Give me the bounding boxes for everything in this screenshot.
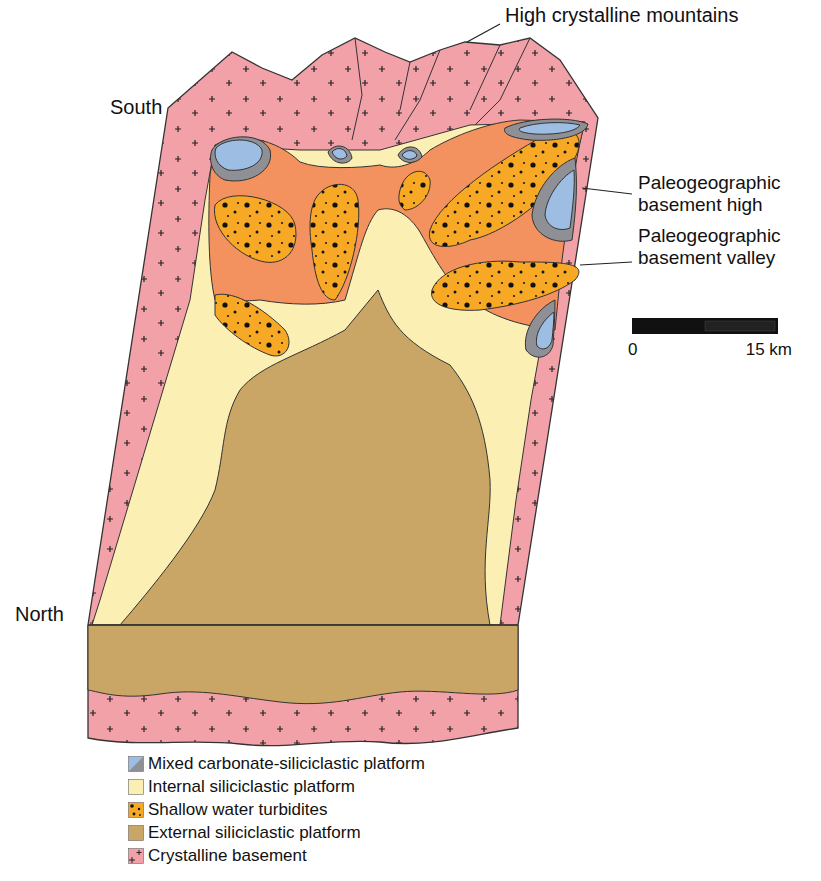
mixed-platform-grey <box>328 146 352 163</box>
mixed-platform-grey <box>398 147 422 162</box>
legend: Mixed carbonate-siliciclastic platformIn… <box>128 752 425 867</box>
leader-line <box>580 262 632 265</box>
scale-bar <box>632 318 778 334</box>
scale-label: 15 km <box>720 340 792 360</box>
scale-bar-segment <box>705 321 775 331</box>
leader-lines <box>467 24 632 265</box>
map-label: High crystalline mountains <box>505 4 805 27</box>
turbidite-lobe <box>429 130 579 247</box>
turbidite-lobe <box>432 261 579 310</box>
legend-swatch <box>129 779 144 794</box>
mixed-platform-grey <box>211 137 271 181</box>
legend-swatch-box <box>128 756 144 772</box>
swatch-dot <box>138 807 140 809</box>
legend-swatch-box <box>128 825 144 841</box>
turbidite-lobe <box>214 196 296 263</box>
external-platform <box>120 290 490 625</box>
mixed-platform-patches <box>211 119 588 357</box>
mixed-platform-blue <box>545 170 574 229</box>
turbidite-lobe <box>399 171 430 210</box>
swatch-dot <box>133 812 136 815</box>
mixed-platform-blue <box>332 149 347 160</box>
mixed-platform-grey <box>532 158 576 241</box>
platform-slope <box>209 120 585 330</box>
internal-platform <box>92 122 585 625</box>
leader-line <box>582 188 632 194</box>
legend-swatch <box>129 848 144 863</box>
mixed-platform-blue <box>402 151 417 160</box>
legend-row: Shallow water turbidites <box>128 798 425 821</box>
legend-row: Mixed carbonate-siliciclastic platform <box>128 752 425 775</box>
turbidite-lobe <box>310 184 359 300</box>
legend-text: Crystalline basement <box>148 846 307 866</box>
legend-swatch-box <box>128 848 144 864</box>
crystalline-basement <box>88 38 598 746</box>
swatch-dot <box>139 814 141 816</box>
orientation-label: South <box>110 96 190 119</box>
orientation-label: North <box>15 603 95 626</box>
mixed-platform-blue <box>536 312 554 349</box>
legend-swatch <box>129 756 144 771</box>
mixed-platform-blue <box>215 140 262 170</box>
mixed-platform-blue <box>519 123 580 135</box>
legend-swatch-box <box>128 802 144 818</box>
swatch-shade <box>129 756 144 771</box>
swatch-cross <box>129 850 142 863</box>
legend-row: Internal siliciclastic platform <box>128 775 425 798</box>
map-label: Paleogeographic basement high <box>638 172 814 216</box>
legend-text: External siliciclastic platform <box>148 823 361 843</box>
block-edge <box>88 624 518 625</box>
mixed-platform-grey <box>525 300 555 357</box>
basement-block <box>88 38 598 746</box>
legend-swatch <box>129 825 144 840</box>
legend-text: Mixed carbonate-siliciclastic platform <box>148 754 425 774</box>
map-label: Paleogeographic basement valley <box>638 225 814 269</box>
legend-text: Internal siliciclastic platform <box>148 777 355 797</box>
scale-label: 0 <box>628 340 658 360</box>
external-platform-front <box>88 625 518 704</box>
legend-swatch-box <box>128 779 144 795</box>
swatch-dot <box>130 804 134 808</box>
turbidite-lobe <box>215 294 289 356</box>
mixed-platform-grey <box>504 119 588 140</box>
legend-row: External siliciclastic platform <box>128 821 425 844</box>
legend-row: Crystalline basement <box>128 844 425 867</box>
legend-text: Shallow water turbidites <box>148 800 328 820</box>
leader-line <box>467 24 500 42</box>
legend-swatch <box>129 802 144 817</box>
